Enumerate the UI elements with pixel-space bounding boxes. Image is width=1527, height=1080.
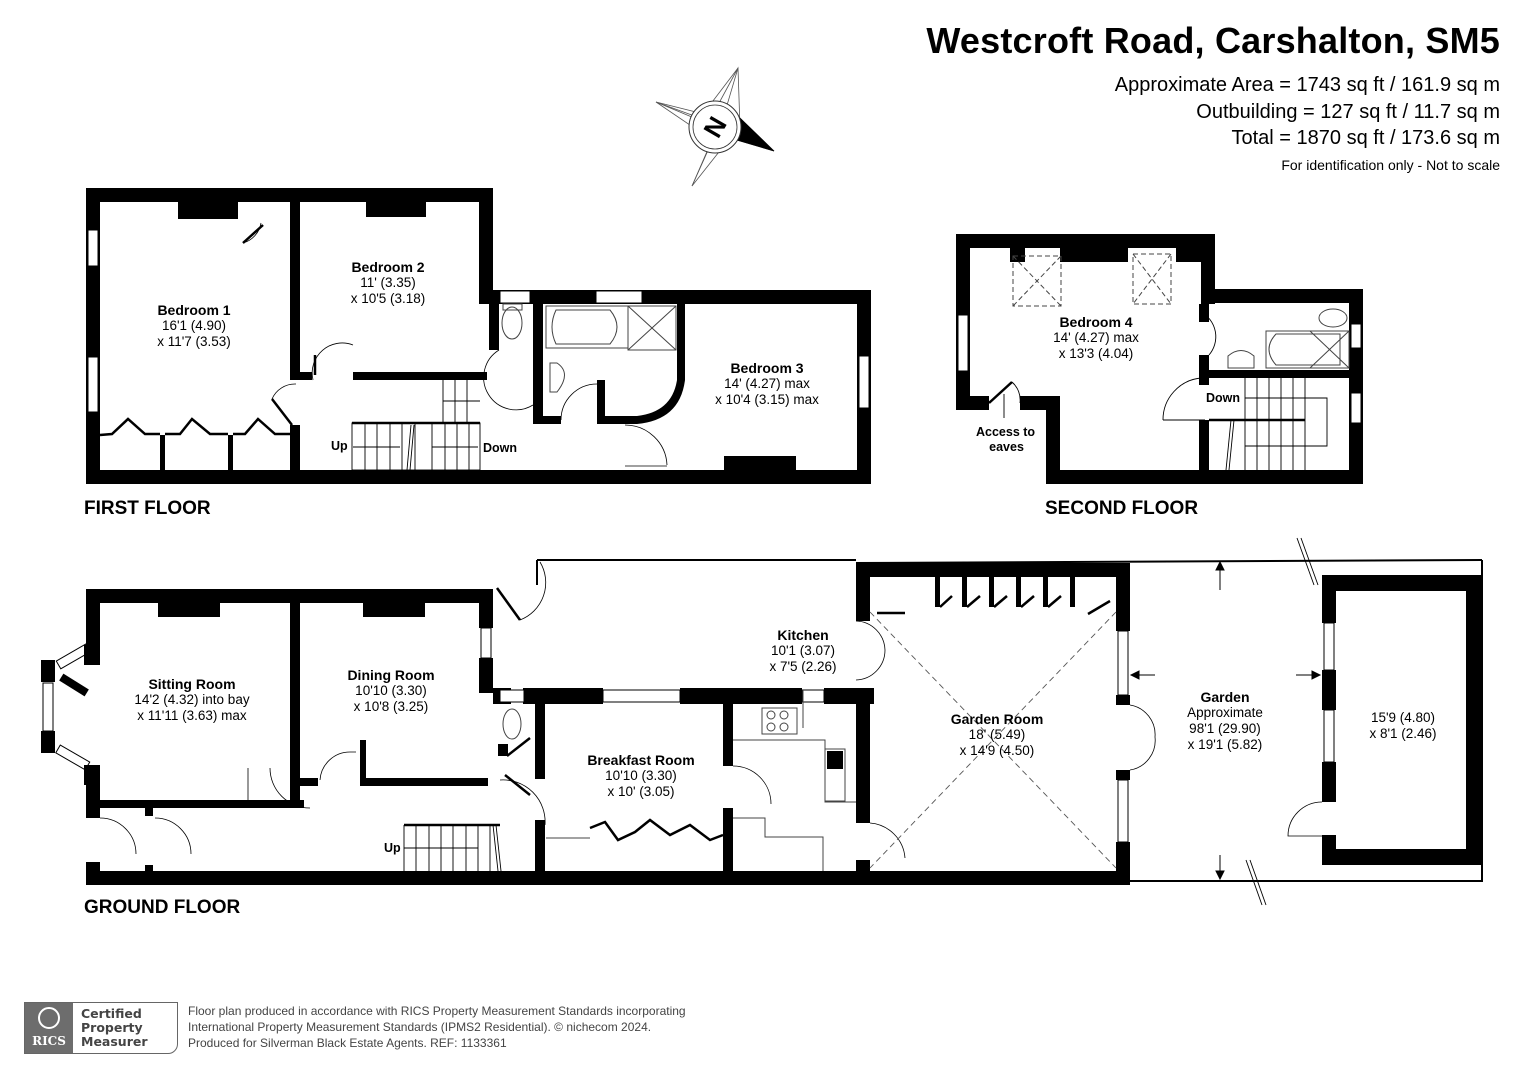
badge-line: Property (81, 1020, 143, 1035)
room-dimension: x 11'11 (3.63) max (137, 708, 247, 723)
room-dimension: 11' (3.35) (360, 275, 416, 290)
stairs-down-label: Down (483, 441, 518, 455)
room-dimension: x 19'1 (5.82) (1187, 737, 1263, 752)
room-dimension: 10'10 (3.30) (605, 768, 677, 783)
footer-line: Floor plan produced in accordance with R… (188, 1004, 686, 1018)
stairs-up-label: Up (384, 841, 401, 855)
stairs-down-label: Down (1206, 391, 1241, 405)
room-bedroom-4: Bedroom 4 14' (4.27) max x 13'3 (4.04) (1053, 314, 1139, 362)
room-breakfast-room: Breakfast Room 10'10 (3.30) x 10' (3.05) (587, 752, 694, 800)
room-dimension: x 10'5 (3.18) (350, 291, 426, 306)
footer-line: International Property Measurement Stand… (188, 1020, 652, 1034)
stairs-up-label: Up (331, 439, 348, 453)
second-floor-label: SECOND FLOOR (1045, 498, 1199, 519)
eaves-label-line1: Access to (976, 425, 1036, 439)
room-name: Garden (1200, 689, 1250, 705)
rics-logo-text: RICS (32, 1034, 66, 1048)
compass-rose-icon: N (655, 66, 775, 187)
room-dimension: 14' (4.27) max (724, 376, 810, 391)
room-dimension: x 11'7 (3.53) (157, 334, 231, 349)
room-dimension: x 8'1 (2.46) (1369, 726, 1437, 741)
room-name: Kitchen (777, 627, 829, 643)
first-floor-plan (86, 188, 871, 484)
room-dimension: x 7'5 (2.26) (769, 659, 837, 674)
footer-line: Produced for Silverman Black Estate Agen… (188, 1036, 507, 1050)
room-name: Bedroom 4 (1059, 314, 1133, 330)
property-title: Westcroft Road, Carshalton, SM5 (926, 20, 1500, 61)
approximate-area: Approximate Area = 1743 sq ft / 161.9 sq… (1114, 74, 1500, 96)
footer-credits: Floor plan produced in accordance with R… (188, 1003, 686, 1051)
eaves-access-label: Access to eaves (976, 425, 1035, 455)
room-dimension: x 10'4 (3.15) max (715, 392, 819, 407)
room-name: Bedroom 2 (351, 259, 425, 275)
ground-floor-plan (41, 537, 1483, 906)
room-dimension: 14' (4.27) max (1053, 330, 1139, 345)
second-floor-plan (956, 234, 1363, 484)
room-bedroom-2: Bedroom 2 11' (3.35) x 10'5 (3.18) (351, 259, 426, 307)
room-name: Sitting Room (148, 676, 236, 692)
room-dimension: x 10'8 (3.25) (353, 699, 429, 714)
room-name: Garden Room (950, 711, 1044, 727)
room-dimension: x 13'3 (4.04) (1058, 346, 1134, 361)
room-garden-room: Garden Room 18' (5.49) x 14'9 (4.50) (951, 711, 1044, 759)
room-dimension: x 14'9 (4.50) (959, 743, 1035, 758)
badge-text: Certified Property Measurer (73, 1003, 156, 1053)
badge-line: Measurer (81, 1034, 148, 1049)
room-sitting-room: Sitting Room 14'2 (4.32) into bay x 11'1… (134, 676, 249, 724)
room-dimension: 16'1 (4.90) (161, 318, 227, 333)
scale-disclaimer: For identification only - Not to scale (1281, 157, 1500, 173)
room-dimension: x 10' (3.05) (607, 784, 675, 799)
room-dimension: 14'2 (4.32) into bay (134, 692, 250, 707)
rics-logo: RICS (25, 1003, 73, 1053)
room-name: Bedroom 3 (730, 360, 804, 376)
total-area: Total = 1870 sq ft / 173.6 sq m (1231, 127, 1501, 149)
room-dining-room: Dining Room 10'10 (3.30) x 10'8 (3.25) (347, 667, 434, 715)
room-name: Dining Room (347, 667, 435, 683)
badge-line: Certified (81, 1006, 142, 1021)
eaves-label-line2: eaves (989, 440, 1024, 454)
room-note: Approximate (1187, 705, 1263, 720)
outbuilding-area: Outbuilding = 127 sq ft / 11.7 sq m (1196, 101, 1500, 123)
room-dimension: 10'1 (3.07) (770, 643, 836, 658)
ground-floor-label: GROUND FLOOR (84, 897, 241, 918)
rics-lion-icon (38, 1007, 60, 1029)
first-floor-label: FIRST FLOOR (84, 498, 211, 519)
room-dimension: 10'10 (3.30) (355, 683, 427, 698)
room-name: Bedroom 1 (157, 302, 231, 318)
room-kitchen: Kitchen 10'1 (3.07) x 7'5 (2.26) (769, 627, 836, 675)
room-name: Breakfast Room (587, 752, 695, 768)
room-bedroom-1: Bedroom 1 16'1 (4.90) x 11'7 (3.53) (157, 302, 231, 350)
room-outbuilding: 15'9 (4.80) x 8'1 (2.46) (1369, 710, 1436, 742)
room-dimension: 98'1 (29.90) (1189, 721, 1261, 736)
room-dimension: 18' (5.49) (968, 727, 1026, 742)
room-dimension: 15'9 (4.80) (1370, 710, 1436, 725)
room-garden: Garden Approximate 98'1 (29.90) x 19'1 (… (1187, 689, 1263, 753)
rics-certified-badge: RICS Certified Property Measurer (24, 1002, 178, 1054)
room-bedroom-3: Bedroom 3 14' (4.27) max x 10'4 (3.15) m… (715, 360, 819, 408)
